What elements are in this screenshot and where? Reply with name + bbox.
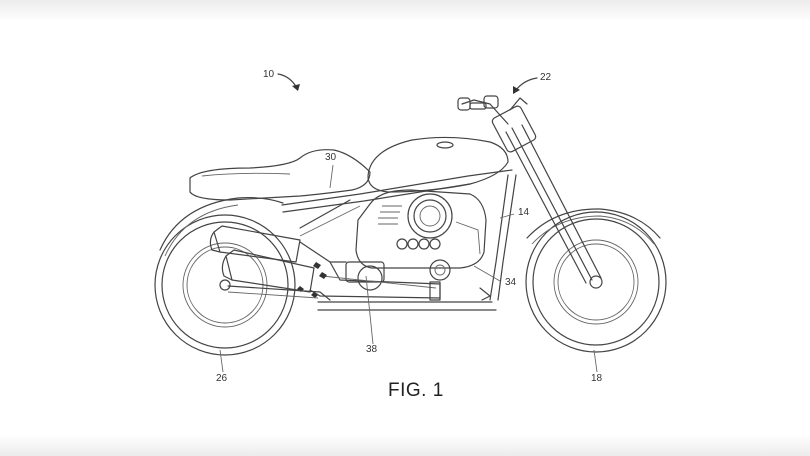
- arrowhead-22: [513, 86, 520, 94]
- ref-label-10: 10: [263, 69, 275, 80]
- ref-label-22: 22: [540, 72, 552, 83]
- leader-18: [593, 349, 598, 373]
- ref-label-26: 26: [216, 373, 228, 384]
- leader-14: [499, 213, 515, 219]
- ref-label-18: 18: [591, 373, 603, 384]
- ref-label-14: 14: [518, 207, 530, 218]
- rear-wheel: [154, 214, 296, 356]
- leader-30: [329, 164, 334, 189]
- front-wheel: [525, 211, 667, 353]
- top-border: [0, 0, 810, 22]
- fuel-tank: [367, 136, 509, 193]
- ref-label-34: 34: [505, 277, 517, 288]
- foot-peg: [479, 287, 491, 301]
- engine: [345, 189, 487, 291]
- bottom-border: [0, 434, 810, 456]
- figure-caption: FIG. 1: [388, 380, 444, 401]
- frame: [281, 169, 517, 311]
- rear-fender: [159, 196, 284, 251]
- front-fender: [526, 208, 661, 239]
- ref-label-38: 38: [366, 344, 378, 355]
- ref-label-30: 30: [325, 152, 337, 163]
- front-fork: [491, 105, 602, 284]
- leader-arrow-22: [515, 77, 538, 91]
- seat: [189, 149, 371, 201]
- swing-arm: [227, 285, 331, 301]
- exhaust-system: [209, 225, 441, 301]
- leader-34: [473, 265, 501, 282]
- leader-26: [219, 349, 224, 373]
- handlebar: [457, 95, 528, 125]
- arrowhead-10: [292, 84, 300, 91]
- leader-38: [365, 275, 374, 345]
